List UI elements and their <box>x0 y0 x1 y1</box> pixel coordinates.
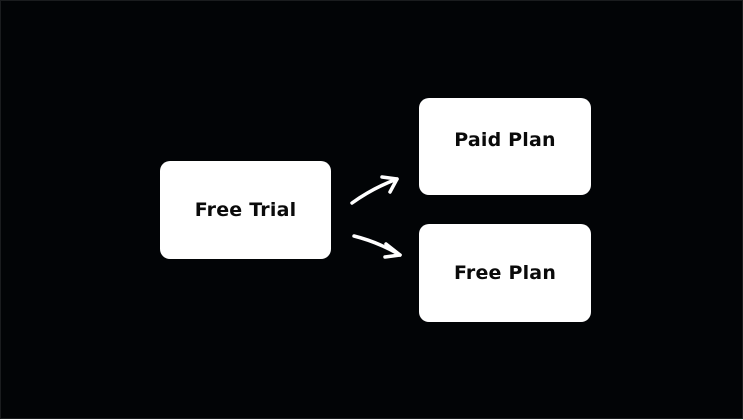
arrow-down-shaft <box>352 234 402 257</box>
node-label-free-trial: Free Trial <box>194 199 297 221</box>
node-free-plan: Free Plan <box>419 224 591 322</box>
arrow-up-head <box>380 175 399 194</box>
node-label-paid-plan: Paid Plan <box>454 129 556 151</box>
node-paid-plan: Paid Plan <box>419 98 591 195</box>
arrow-free-trial-to-paid-plan <box>350 175 399 205</box>
arrow-free-trial-to-free-plan <box>352 234 402 259</box>
node-label-free-plan: Free Plan <box>453 262 557 284</box>
node-free-trial: Free Trial <box>160 161 331 259</box>
arrow-down-head <box>383 242 402 259</box>
arrow-up-shaft <box>350 177 399 205</box>
